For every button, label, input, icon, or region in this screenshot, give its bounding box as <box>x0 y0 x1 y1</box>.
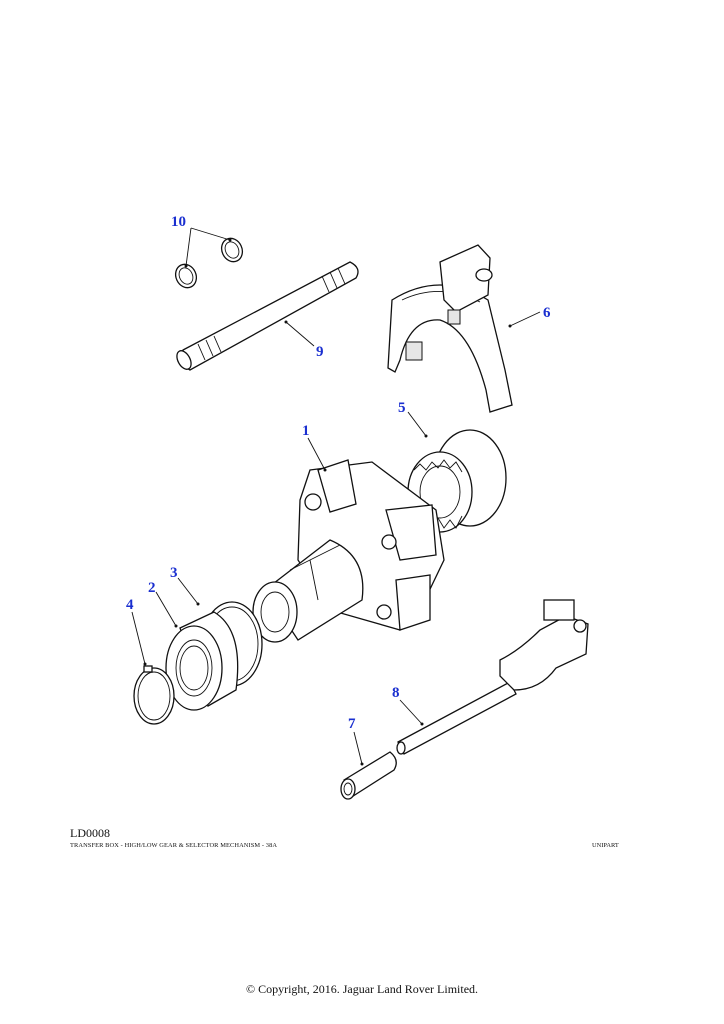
supplier-label: UNIPART <box>592 842 619 849</box>
callout-4: 4 <box>126 597 134 613</box>
copyright-notice: © Copyright, 2016. Jaguar Land Rover Lim… <box>245 982 479 996</box>
callout-7: 7 <box>348 716 356 732</box>
part-4-circlip <box>133 665 175 725</box>
part-8-selector-shaft <box>396 599 589 755</box>
callout-3: 3 <box>170 565 178 581</box>
part-1-carrier-assembly <box>252 459 445 643</box>
part-9-shaft <box>176 261 359 371</box>
callout-1: 1 <box>302 423 310 439</box>
part-6-selector-fork <box>387 244 513 413</box>
callout-6: 6 <box>543 305 551 321</box>
callout-10: 10 <box>171 214 186 230</box>
callout-5: 5 <box>398 400 406 416</box>
part-2-bearing <box>165 611 239 711</box>
part-7-sleeve <box>340 751 397 800</box>
callout-2: 2 <box>148 580 156 596</box>
callout-8: 8 <box>392 685 400 701</box>
part-10-circlips <box>174 237 244 289</box>
diagram-caption: TRANSFER BOX - HIGH/LOW GEAR & SELECTOR … <box>70 842 278 849</box>
callout-9: 9 <box>316 344 324 360</box>
leader-lines <box>131 227 541 766</box>
callout-numbers: 1 2 3 4 5 6 7 8 9 10 <box>126 214 551 732</box>
diagram-reference-code: LD0008 <box>70 826 110 840</box>
